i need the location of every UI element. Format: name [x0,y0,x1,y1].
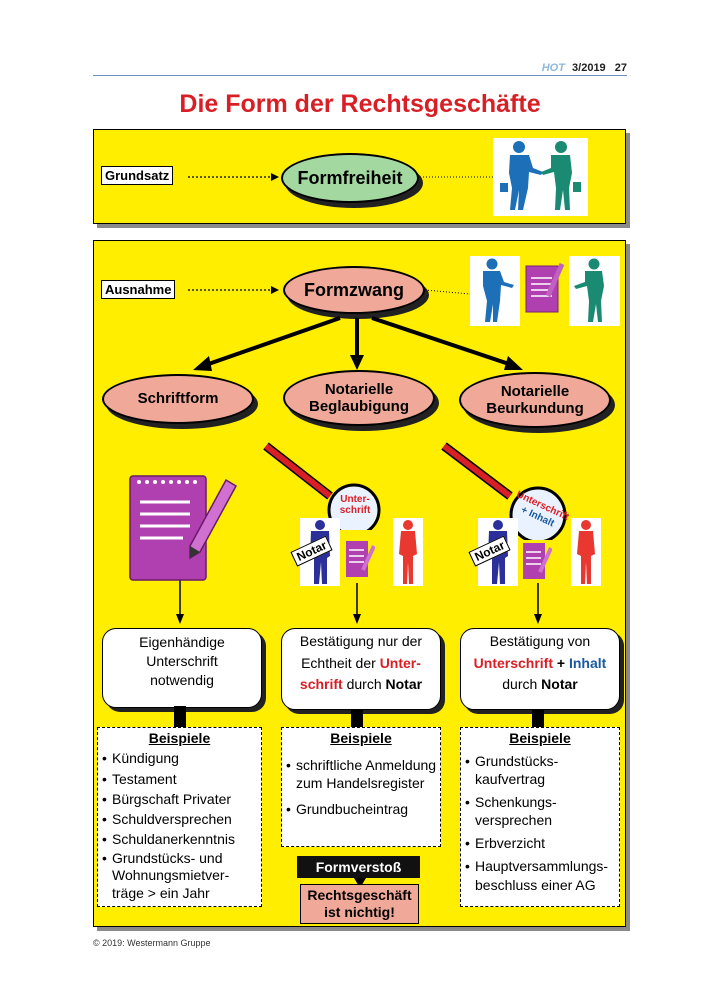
beglaubigung-label-2: Beglaubigung [309,398,409,415]
result-3-line-1: Bestätigung von [489,633,591,649]
example-item: Hauptversammlungs-beschluss einer AG [465,857,619,893]
result-2-schrift: schrift [299,676,343,693]
result-3-inhalt: Inhalt [568,654,607,671]
result-box-3: Bestätigung von Unterschrift + Inhalt du… [460,628,620,710]
examples-heading-3: Beispiele [509,730,571,746]
example-item: Schenkungs-versprechen [465,793,619,829]
page-title: Die Form der Rechtsgeschäfte [179,90,541,118]
magnifier-icon [263,442,381,530]
beglaubigung-label-1: Notarielle [324,380,394,398]
result-3-plus: + [553,654,569,671]
branch-arrow-icon [193,316,523,371]
example-item: Erbverzicht [465,833,619,854]
example-item: Schuldversprechen [102,809,261,830]
beglaubigung-ellipse: Notarielle Beglaubigung [283,370,435,426]
beurkundung-ellipse: Notarielle Beurkundung [459,372,611,428]
connector-2 [351,710,363,728]
result-box-2: Bestätigung nur der Echtheit der Unter- … [281,628,441,710]
examples-list-2: schriftliche Anmeldung zum Handelsregist… [282,748,440,819]
result-2-durch: durch [342,676,386,693]
top-connectors [188,173,496,181]
formverstoss-banner: Formverstoß [297,856,420,878]
page-header: HOT 3/2019 27 [542,62,627,74]
copyright-footer: © 2019: Westermann Gruppe [93,938,211,948]
example-item: Testament [102,769,261,790]
examples-box-3: Beispiele Grundstücks-kaufvertrag Schenk… [460,727,620,907]
beurkundung-label-1: Notarielle [500,382,570,400]
header-rule [93,75,627,76]
examples-list-3: Grundstücks-kaufvertrag Schenkungs-versp… [461,748,619,893]
result-box-1: Eigenhändige Unterschrift notwendig [102,628,262,708]
formfreiheit-label: Formfreiheit [297,167,403,188]
example-item: Kündigung [102,748,261,769]
formzwang-label: Formzwang [303,279,404,300]
example-item: Grundstücks- und Wohnungsmietver-träge >… [102,850,261,903]
magnifier-icon-2 [441,442,567,540]
examples-heading-1: Beispiele [148,730,211,746]
example-item: Bürgschaft Privater [102,789,261,810]
connector-3 [532,710,544,728]
beurkundung-label-2: Beurkundung [486,400,584,417]
formfreiheit-ellipse: Formfreiheit [281,153,419,203]
result-3-durch: durch [502,676,542,693]
client-figure-icon-2 [571,518,601,586]
brand-logo: HOT [541,62,565,74]
examples-list-1: Kündigung Testament Bürgschaft Privater … [98,748,261,902]
schriftform-ellipse: Schriftform [102,374,254,424]
issue-number: 3/2019 [572,62,606,74]
example-item: Schuldanerkenntnis [102,829,261,850]
grundsatz-tag: Grundsatz [101,166,174,185]
result-2-echtheit: Echtheit der [301,654,380,671]
example-item: Grundbucheintrag [286,799,440,820]
example-item: schriftliche Anmeldung zum Handelsregist… [286,756,440,792]
small-contract-icon [346,541,375,577]
handshake-figures-icon [493,138,588,216]
client-figure-icon [393,518,423,586]
result-2-line-1: Bestätigung nur der [299,633,423,649]
examples-box-2: Beispiele schriftliche Anmeldung zum Han… [281,727,441,847]
connector-1 [174,706,186,728]
result-2-unter: Unter- [379,654,421,671]
nichtig-line-1: Rechtsgeschäft [307,886,412,903]
examples-box-1: Beispiele Kündigung Testament Bürgschaft… [97,727,262,907]
schriftform-label: Schriftform [137,390,219,408]
examples-heading-2: Beispiele [330,730,392,746]
result-3-unterschrift: Unterschrift [473,654,554,671]
ausnahme-tag: Ausnahme [101,280,176,299]
contract-handover-icon [470,256,620,326]
nichtig-box: Rechtsgeschäft ist nichtig! [300,884,419,924]
nichtig-line-2: ist nichtig! [324,904,395,920]
result-1-line-3: notwendig [150,671,214,688]
result-1-line-1: Eigenhändige [139,634,225,650]
result-1-line-2: Unterschrift [146,652,218,669]
contract-pen-icon [129,475,238,581]
lens-text-1: Unter- schrift [339,494,371,516]
result-3-notar: Notar [541,676,578,693]
small-contract-icon-2 [523,543,552,579]
page-number: 27 [614,62,627,74]
example-item: Grundstücks-kaufvertrag [465,752,619,788]
formzwang-ellipse: Formzwang [283,266,425,314]
formverstoss-arrow-icon [354,878,366,888]
result-2-notar: Notar [385,676,423,693]
